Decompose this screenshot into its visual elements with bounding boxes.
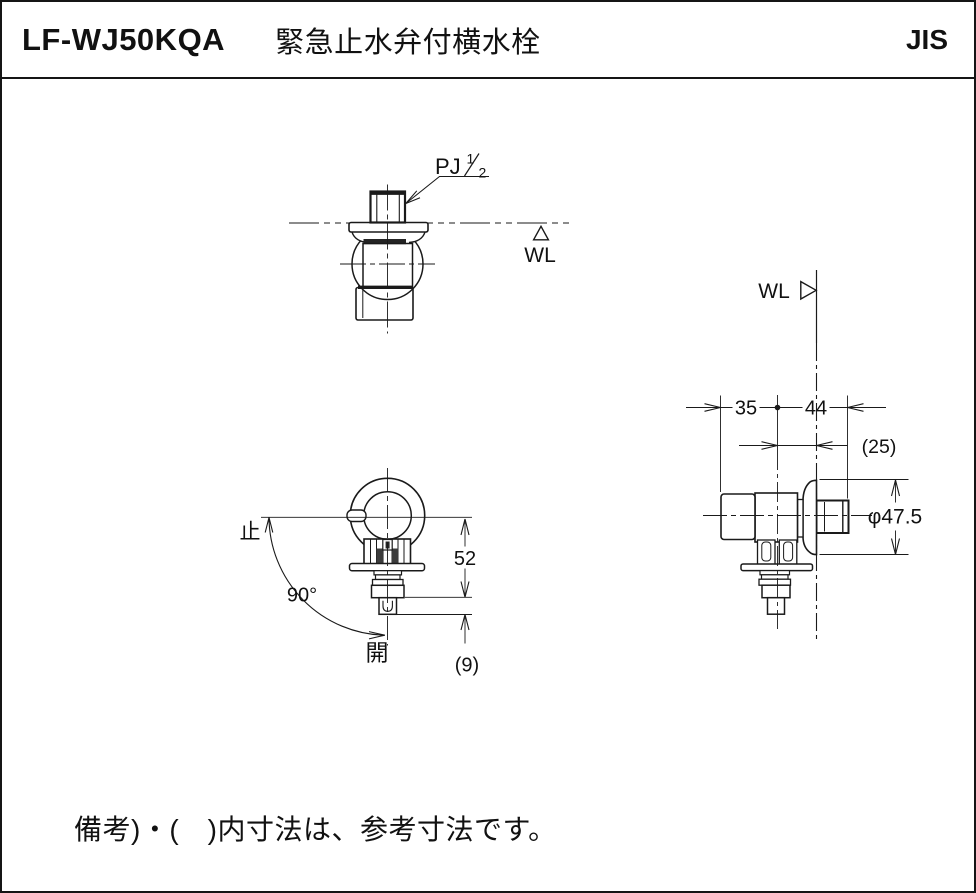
handle-grip-tab xyxy=(346,509,367,523)
handle-swing-arc xyxy=(268,517,385,636)
thread-leader-line xyxy=(405,175,489,204)
handle-knob-side xyxy=(720,493,756,541)
leader-arrowhead-icon xyxy=(405,190,421,205)
thread-fraction-numerator: 1 xyxy=(467,151,475,167)
dimension-dot xyxy=(774,404,781,411)
water-line-label-side: WL xyxy=(758,280,790,303)
side-view: WL 35 44 (25) φ47.5 xyxy=(686,270,922,640)
stop-label: 止 xyxy=(240,521,261,544)
arc-arrowhead-right-icon xyxy=(368,631,385,640)
fraction-slash xyxy=(463,153,480,177)
thread-size-label: PJ xyxy=(435,154,461,179)
model-number: LF-WJ50KQA xyxy=(22,21,226,57)
thread-nipple-side xyxy=(815,499,850,534)
spout-block-side xyxy=(761,584,791,599)
flange-plate-top xyxy=(348,221,429,233)
dim-52: 52 xyxy=(454,548,476,570)
wall-flange-front xyxy=(348,562,426,572)
valve-body-side xyxy=(754,492,799,543)
wall-flange-plate-side xyxy=(740,563,814,572)
water-line-triangle-side xyxy=(800,280,818,301)
open-label: 開 xyxy=(366,640,389,666)
dim-9: (9) xyxy=(455,655,479,677)
water-line-label-top: WL xyxy=(524,244,556,267)
seal-band xyxy=(363,239,406,245)
front-view: 止 90° 開 52 (9) xyxy=(240,468,479,677)
footnote: 備考)・( )内寸法は、参考寸法です。 xyxy=(74,814,557,845)
wall-flange-side xyxy=(802,479,818,556)
thread-fraction-denominator: 2 xyxy=(479,165,487,181)
angle-label: 90° xyxy=(287,585,317,607)
dim-35: 35 xyxy=(735,398,757,420)
header-bar: LF-WJ50KQA 緊急止水弁付横水栓 JIS xyxy=(2,2,974,79)
dim-44: 44 xyxy=(805,398,827,420)
dim-25: (25) xyxy=(862,436,897,458)
top-view: WL PJ 1 2 xyxy=(289,151,572,334)
arc-arrowhead-up-icon xyxy=(264,517,274,533)
outlet-tip-side xyxy=(766,596,786,615)
water-line-triangle-top xyxy=(532,224,550,241)
jis-mark: JIS xyxy=(905,23,948,55)
spout-top-outline xyxy=(355,286,414,321)
product-title: 緊急止水弁付横水栓 xyxy=(275,26,541,59)
dim-diameter: φ47.5 xyxy=(868,506,923,529)
